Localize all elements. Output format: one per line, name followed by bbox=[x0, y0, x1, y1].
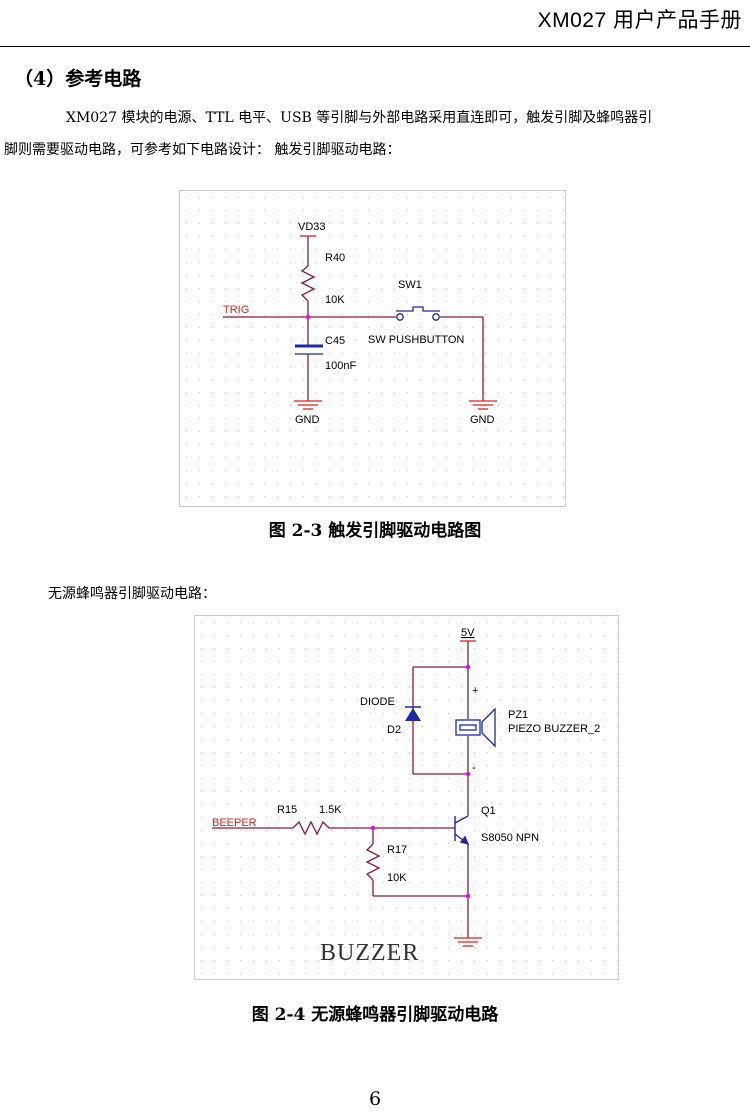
figure-caption: 图 2-3 触发引脚驱动电路图 bbox=[268, 521, 482, 541]
pushbutton-icon bbox=[396, 306, 440, 321]
buzzer-ref: PZ1 bbox=[508, 709, 528, 721]
paragraph-line: 无源蜂鸣器引脚驱动电路： bbox=[48, 586, 216, 602]
schematic-title: BUZZER bbox=[320, 940, 419, 966]
gnd-label: GND bbox=[295, 414, 320, 426]
figure-buzzer-circuit: 5V DIODE D2 + - PZ1 PIEZO BUZZER_2 Q1 S8… bbox=[194, 615, 619, 980]
diode-ref: D2 bbox=[387, 724, 401, 736]
trigger-schematic: VD33 R40 10K TRIG C45 100nF SW1 SW PUSHB… bbox=[223, 221, 497, 426]
diode-icon bbox=[405, 706, 421, 721]
diode-value: DIODE bbox=[360, 696, 395, 708]
switch-value: SW PUSHBUTTON bbox=[368, 334, 464, 346]
page-number: 6 bbox=[368, 1088, 382, 1110]
paragraph-line: XM027 模块的电源、TTL 电平、USB 等引脚与外部电路采用直连即可，触发… bbox=[66, 110, 653, 126]
resistor-value: 1.5K bbox=[319, 804, 342, 816]
transistor-ref: Q1 bbox=[481, 805, 496, 817]
plus-label: + bbox=[472, 685, 478, 697]
gnd-label: GND bbox=[470, 414, 495, 426]
switch-ref: SW1 bbox=[398, 279, 422, 291]
capacitor-value: 100nF bbox=[325, 360, 356, 372]
transistor-value: S8050 NPN bbox=[481, 832, 539, 844]
paragraph-line: 脚则需要驱动电路，可参考如下电路设计： 触发引脚驱动电路： bbox=[4, 142, 401, 158]
buzzer-value: PIEZO BUZZER_2 bbox=[508, 723, 600, 735]
resistor-ref: R17 bbox=[387, 844, 407, 856]
power-label: VD33 bbox=[298, 221, 326, 233]
buzzer-schematic: 5V DIODE D2 + - PZ1 PIEZO BUZZER_2 Q1 S8… bbox=[212, 627, 600, 966]
resistor-ref: R40 bbox=[325, 252, 345, 264]
net-label: TRIG bbox=[223, 304, 249, 316]
power-label: 5V bbox=[461, 627, 475, 639]
resistor-value: 10K bbox=[387, 872, 407, 884]
resistor-ref: R15 bbox=[277, 804, 297, 816]
piezo-buzzer-icon bbox=[455, 707, 496, 748]
section-title: （4）参考电路 bbox=[14, 68, 142, 90]
figure-trigger-circuit: VD33 R40 10K TRIG C45 100nF SW1 SW PUSHB… bbox=[179, 190, 566, 507]
capacitor-ref: C45 bbox=[325, 335, 345, 347]
resistor-value: 10K bbox=[325, 294, 345, 306]
net-label: BEEPER bbox=[212, 817, 257, 829]
npn-transistor-icon bbox=[454, 815, 470, 846]
minus-label: - bbox=[472, 762, 476, 774]
header-title: XM027 用户产品手册 bbox=[537, 9, 742, 32]
figure-caption: 图 2-4 无源蜂鸣器引脚驱动电路 bbox=[251, 1005, 499, 1025]
header-divider bbox=[0, 46, 750, 47]
